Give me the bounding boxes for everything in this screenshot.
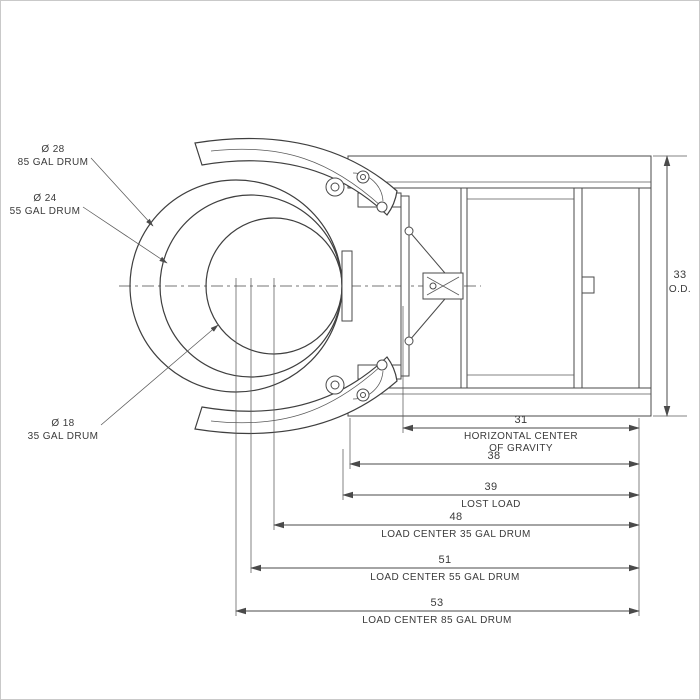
body-frame-group (347, 155, 652, 417)
actuator-bolt (429, 282, 437, 290)
lower-pivot-arc (352, 370, 384, 400)
bottom-plate (347, 387, 652, 417)
dim-53-value: 53 (430, 597, 443, 609)
leader-85gal (90, 157, 154, 227)
dim-48-label: LOAD CENTER 35 GAL DRUM (381, 529, 530, 540)
dim-31-value: 31 (514, 414, 527, 426)
dim-48-value: 48 (449, 511, 462, 523)
actuator-cross-2 (426, 276, 460, 296)
lower-secondary-bolt (356, 388, 370, 402)
leader-35gal (100, 324, 219, 426)
lower-pivot-bolt-inner (330, 380, 340, 390)
lower-pivot-bolt-outer (325, 375, 345, 395)
top-plate (347, 155, 652, 189)
text-group: Ø 28 85 GAL DRUM Ø 24 55 GAL DRUM Ø 18 3… (10, 144, 691, 626)
od-label: O.D. (669, 284, 691, 295)
callout-85gal-diameter: Ø 28 (41, 144, 64, 155)
upper-claw-bolt (376, 201, 388, 213)
dim-31-label-line1: HORIZONTAL CENTER (464, 431, 578, 442)
upper-pivot-bolt-inner (330, 182, 340, 192)
upper-claw-arm (194, 137, 398, 216)
callout-55gal-diameter: Ø 24 (33, 193, 56, 204)
dim-39-label: LOST LOAD (461, 499, 521, 510)
leader-55gal (82, 206, 168, 264)
link-pivot-upper (404, 226, 414, 236)
upper-pivot-bolt-outer (325, 177, 345, 197)
dim-51-label: LOAD CENTER 55 GAL DRUM (370, 572, 519, 583)
lower-claw-bolt (376, 359, 388, 371)
dim-31-label-line2: OF GRAVITY (489, 443, 553, 454)
dimension-lines-group (235, 155, 671, 615)
callout-55gal-label: 55 GAL DRUM (10, 206, 81, 217)
callout-35gal-label: 35 GAL DRUM (28, 431, 99, 442)
claw-arms-group (194, 137, 398, 435)
callout-85gal-label: 85 GAL DRUM (18, 157, 89, 168)
link-pivot-lower (404, 336, 414, 346)
mast-block (581, 276, 595, 294)
dim-39-value: 39 (484, 481, 497, 493)
upper-secondary-bolt (356, 170, 370, 184)
upper-pivot-arc (352, 172, 384, 202)
dim-51-value: 51 (438, 554, 451, 566)
callout-35gal-diameter: Ø 18 (51, 418, 74, 429)
upper-claw-detail-line (210, 148, 382, 207)
dim-53-label: LOAD CENTER 85 GAL DRUM (362, 615, 511, 626)
od-value: 33 (673, 269, 686, 281)
upper-secondary-bolt-hole (360, 174, 366, 180)
mechanism-bar (400, 195, 410, 377)
lower-claw-arm (194, 356, 398, 435)
dim-38-value: 38 (487, 450, 500, 462)
callout-leaders-group (82, 157, 219, 426)
gripper-face-plate (341, 250, 353, 322)
lower-secondary-bolt-hole (360, 392, 366, 398)
right-column (638, 187, 652, 389)
